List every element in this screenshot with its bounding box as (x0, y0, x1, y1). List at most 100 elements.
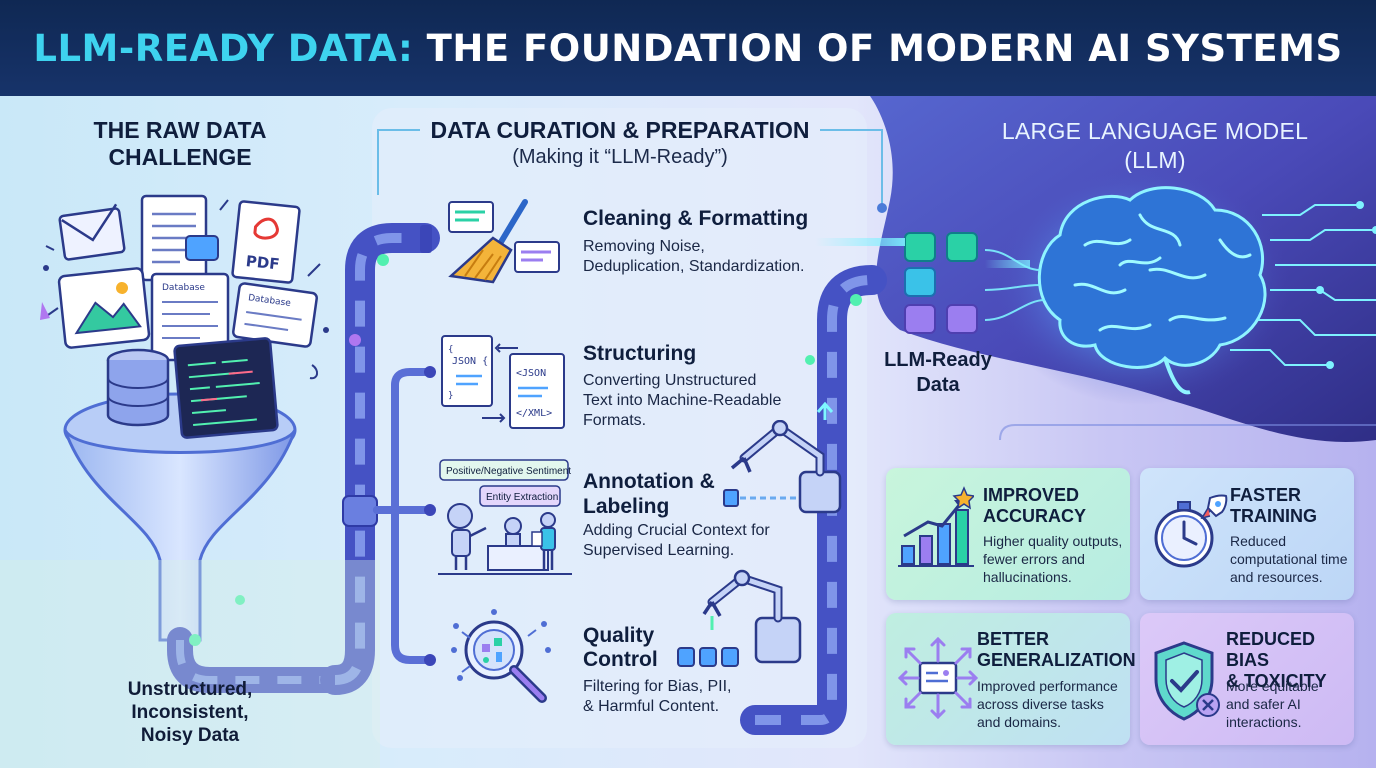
raw-heading-line2: CHALLENGE (108, 144, 252, 170)
step-annotation-desc-line1: Adding Crucial Context for (583, 522, 770, 539)
pdf-label: PDF (245, 252, 280, 273)
title-highlight: LLM-READY DATA: (33, 26, 414, 70)
image-icon (57, 267, 151, 349)
bias-title-line2: & TOXICITY (1226, 671, 1327, 691)
step-annotation-title-line2: Labeling (583, 495, 670, 518)
bias-desc: More equitable and safer AI interactions… (1226, 677, 1319, 731)
svg-text:}: } (448, 391, 453, 401)
accuracy-desc-line2: fewer errors and (983, 551, 1085, 567)
envelope-icon (58, 203, 126, 261)
generalization-title-line2: GENERALIZATION (977, 650, 1136, 670)
llm-heading-line2: (LLM) (1124, 147, 1186, 173)
accuracy-title-line2: ACCURACY (983, 506, 1086, 526)
llm-ready-line1: LLM-Ready (884, 349, 992, 371)
raw-caption-line2: Inconsistent, (131, 702, 249, 723)
step-quality-title: Quality Control (583, 624, 658, 672)
step-cleaning-title: Cleaning & Formatting (583, 207, 809, 230)
pdf-icon: PDF (231, 200, 301, 284)
title-bar: LLM-READY DATA: THE FOUNDATION OF MODERN… (0, 0, 1376, 96)
raw-caption-line3: Noisy Data (140, 725, 240, 746)
upper-robot-arm-icon (723, 420, 842, 514)
step-cleaning-desc-line2: Deduplication, Standardization. (583, 258, 805, 275)
json-label: JSON { (452, 356, 488, 367)
shield-check-icon (1154, 641, 1220, 721)
stopwatch-rocket-icon (1154, 494, 1228, 568)
training-title: FASTER TRAINING (1230, 485, 1317, 527)
generalization-title-line1: BETTER (977, 629, 1049, 649)
raw-data-caption: Unstructured, Inconsistent, Noisy Data (70, 678, 310, 747)
bias-desc-line3: interactions. (1226, 714, 1302, 730)
step-structuring-desc-line1: Converting Unstructured (583, 372, 757, 389)
benefit-card-training: FASTER TRAINING Reduced computational ti… (1140, 468, 1354, 600)
database-cylinder-icon (106, 348, 170, 427)
annotation-robots-icon: Positive/Negative Sentiment Entity Extra… (438, 459, 572, 575)
json-xml-icon: { JSON { } <JSON </XML> (441, 335, 565, 429)
training-title-line1: FASTER (1230, 485, 1302, 505)
title-rest: THE FOUNDATION OF MODERN AI SYSTEMS (426, 26, 1343, 70)
raw-data-icons: PDF Database Database (40, 194, 329, 439)
step-quality-desc: Filtering for Bias, PII, & Harmful Conte… (583, 677, 732, 717)
step-quality-desc-line1: Filtering for Bias, PII, (583, 678, 732, 695)
benefit-card-bias: REDUCED BIAS & TOXICITY More equitable a… (1140, 613, 1354, 745)
curation-subheading: (Making it “LLM-Ready”) (512, 146, 728, 168)
raw-caption-line1: Unstructured, (127, 679, 253, 700)
xml-label: </XML> (516, 408, 552, 419)
svg-text:{: { (448, 345, 453, 355)
training-title-line2: TRAINING (1230, 506, 1317, 526)
training-desc-line3: and resources. (1230, 569, 1323, 585)
step-quality-title-line2: Control (583, 648, 658, 671)
bar-chart-star-icon (898, 486, 974, 567)
step-annotation-title-line1: Annotation & (583, 470, 715, 493)
llm-heading: LARGE LANGUAGE MODEL (LLM) (960, 117, 1350, 175)
page-title: LLM-READY DATA: THE FOUNDATION OF MODERN… (33, 27, 1342, 70)
accuracy-title: IMPROVED ACCURACY (983, 485, 1086, 527)
step-annotation-title: Annotation & Labeling (583, 469, 715, 519)
database-card-icon: Database (232, 282, 318, 348)
step-quality-desc-line2: & Harmful Content. (583, 698, 720, 715)
training-desc-line1: Reduced (1230, 533, 1287, 549)
magnifier-icon (451, 609, 551, 703)
step-cleaning-desc-line1: Removing Noise, (583, 238, 705, 255)
database-label: Database (162, 283, 205, 293)
llm-heading-line1: LARGE LANGUAGE MODEL (1001, 118, 1309, 144)
training-desc: Reduced computational time and resources… (1230, 532, 1348, 586)
json-label-2: <JSON (516, 368, 546, 379)
step-annotation-desc: Adding Crucial Context for Supervised Le… (583, 521, 770, 561)
raw-heading-line1: THE RAW DATA (93, 117, 267, 143)
step-structuring-desc-line3: Formats. (583, 412, 647, 429)
step-structuring-desc-line2: Text into Machine-Readable (583, 392, 782, 409)
accuracy-desc-line3: hallucinations. (983, 569, 1072, 585)
bias-desc-line1: More equitable (1226, 678, 1319, 694)
sentiment-label: Positive/Negative Sentiment (446, 466, 571, 477)
generalization-desc: Improved performance across diverse task… (977, 677, 1118, 731)
expand-arrows-icon (898, 636, 978, 720)
robot-arms-icon (677, 420, 842, 667)
lower-robot-arm-icon (677, 569, 802, 667)
broom-icon (448, 199, 560, 284)
accuracy-desc: Higher quality outputs, fewer errors and… (983, 532, 1122, 586)
accuracy-desc-line1: Higher quality outputs, (983, 533, 1123, 549)
curation-heading: DATA CURATION & PREPARATION (430, 117, 810, 143)
bias-title: REDUCED BIAS & TOXICITY (1226, 629, 1354, 692)
step-annotation-desc-line2: Supervised Learning. (583, 542, 735, 559)
step-structuring-desc: Converting Unstructured Text into Machin… (583, 371, 781, 431)
step-quality-title-line1: Quality (583, 624, 655, 647)
bias-desc-line2: and safer AI (1226, 696, 1301, 712)
code-window-icon (173, 337, 279, 439)
generalization-desc-line2: across diverse tasks (977, 696, 1104, 712)
document-icon (140, 194, 219, 282)
accuracy-title-line1: IMPROVED (983, 485, 1080, 505)
llm-ready-line2: Data (916, 374, 960, 396)
entity-label: Entity Extraction (486, 492, 558, 503)
benefit-card-accuracy: IMPROVED ACCURACY Higher quality outputs… (886, 468, 1130, 600)
training-desc-line2: computational time (1230, 551, 1348, 567)
raw-data-heading: THE RAW DATA CHALLENGE (40, 117, 320, 171)
llm-ready-data-label: LLM-Ready Data (868, 348, 1008, 398)
generalization-title: BETTER GENERALIZATION (977, 629, 1136, 671)
step-structuring-title: Structuring (583, 342, 697, 365)
generalization-desc-line3: and domains. (977, 714, 1062, 730)
generalization-desc-line1: Improved performance (977, 678, 1118, 694)
bias-title-line1: REDUCED BIAS (1226, 629, 1316, 670)
step-cleaning-desc: Removing Noise, Deduplication, Standardi… (583, 237, 804, 277)
benefit-card-generalization: BETTER GENERALIZATION Improved performan… (886, 613, 1136, 745)
